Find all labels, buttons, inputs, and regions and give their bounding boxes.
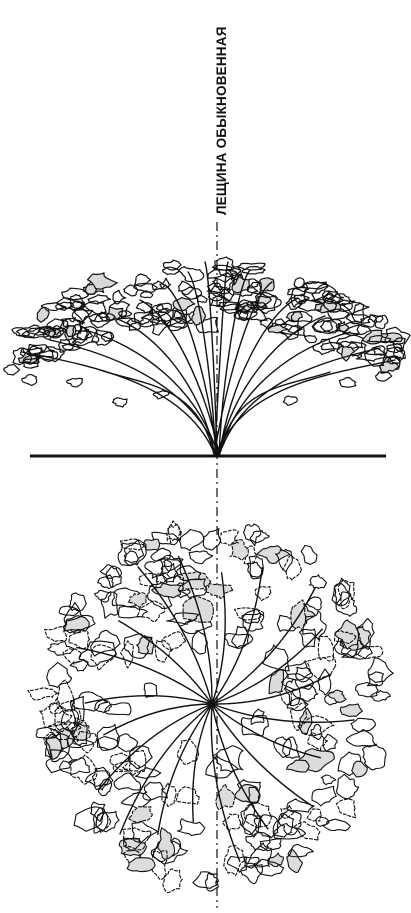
leaf-cluster [177,819,204,836]
stem-line [219,348,380,456]
leaf-cluster [340,704,362,717]
leaf-cluster [127,858,155,872]
leaf-cluster [283,396,297,405]
leaf-cluster [342,347,355,361]
leaf-cluster [189,551,213,564]
leaf-cluster [95,590,112,602]
leaf-cluster [301,546,317,565]
branch-line [104,704,212,735]
leaf-cluster [22,375,37,386]
shrub-top-view-icon [28,521,394,893]
leaf-cluster [287,799,314,812]
leaf-cluster [368,658,393,683]
leaf-cluster [129,746,152,769]
leaf-cluster [336,799,356,818]
leaf-cluster [356,683,379,697]
leaf-cluster [124,285,138,296]
leaf-cluster [323,819,350,831]
leaf-cluster [158,828,175,859]
stem-line [218,372,330,456]
leaf-cluster [222,814,240,831]
leaf-cluster [260,839,281,851]
leaf-cluster [337,774,359,798]
leaf-cluster [124,551,138,562]
leaf-cluster [28,688,58,700]
leaf-cluster [37,307,49,322]
leaf-cluster [346,314,370,323]
leaf-cluster [221,289,234,301]
leaf-cluster [216,784,235,810]
leaf-cluster [309,575,326,589]
leaf-cluster [311,724,322,739]
leaf-cluster [308,732,328,750]
leaf-cluster [205,583,233,598]
leaf-cluster [321,775,335,785]
leaf-cluster [269,669,283,693]
leaf-cluster [287,760,310,772]
leaf-cluster [179,530,204,551]
leaf-cluster [112,398,127,407]
leaf-cluster [176,787,199,805]
leaf-cluster [182,287,202,299]
leaf-cluster [363,744,386,770]
leaf-cluster [206,756,238,778]
leaf-cluster [69,631,90,649]
leaf-cluster [139,574,158,588]
leaf-cluster [193,872,218,889]
stem-line [85,330,218,456]
leaf-cluster [47,319,68,329]
leaf-cluster [250,530,269,543]
shrub-side-view-icon [4,257,410,456]
leaf-cluster [294,278,304,288]
leaf-cluster [318,669,331,695]
leaf-cluster [4,364,20,375]
stem-line [50,340,220,456]
leaf-cluster [338,580,354,608]
leaf-cluster [163,869,182,893]
leaf-cluster [88,295,111,304]
leaf-cluster [121,641,134,668]
figure-title: ЛЕЩИНА ОБЫКНОВЕННАЯ [214,26,229,215]
leaf-cluster [128,593,146,608]
stem-line [218,316,325,456]
leaf-cluster [67,378,83,387]
leaf-cluster [119,606,148,617]
leaf-cluster [118,734,138,751]
leaf-cluster [305,336,317,343]
leaf-cluster [335,620,360,649]
leaf-cluster [220,530,239,545]
leaf-cluster [128,807,152,823]
leaf-cluster [312,321,332,333]
leaf-cluster [340,378,356,388]
leaf-cluster [203,529,220,550]
branch-line [211,704,239,861]
leaf-cluster [347,730,376,747]
leaf-cluster [143,782,167,800]
leaf-cluster [312,786,336,806]
leaf-cluster [268,853,284,867]
